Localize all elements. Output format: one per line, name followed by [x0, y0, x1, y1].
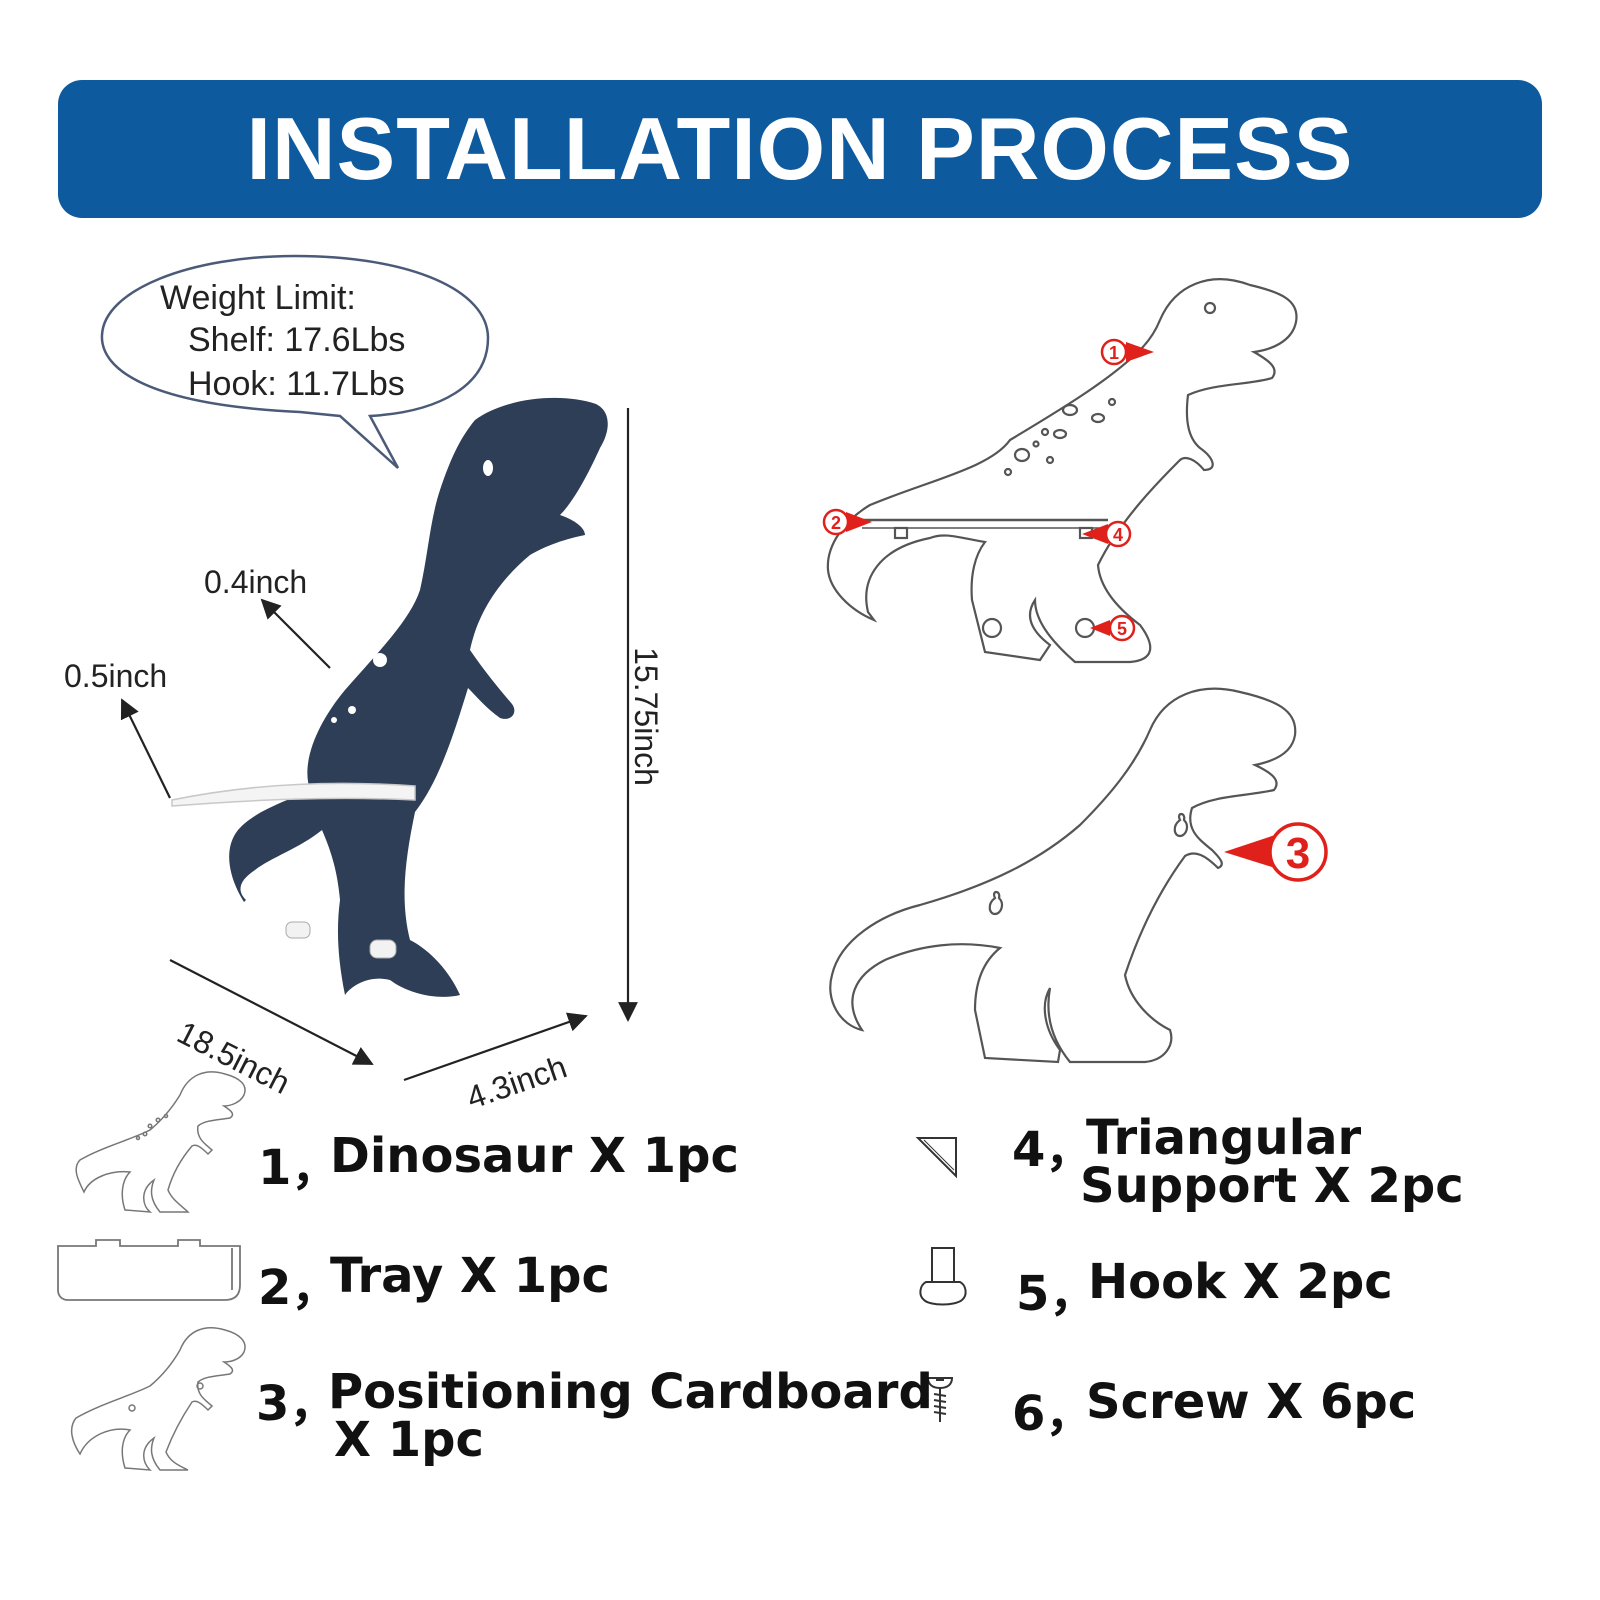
screw-icon [926, 1377, 954, 1422]
marker-5: 5 [1090, 614, 1136, 642]
dimension-arrows [120, 408, 638, 1082]
svg-text:5: 5 [1117, 619, 1127, 639]
title-banner: INSTALLATION PROCESS [58, 80, 1542, 218]
part-4-number: 4， [1012, 1122, 1094, 1178]
weight-limit-shelf: Shelf: 17.6Lbs [188, 321, 406, 359]
marker-2: 2 [822, 508, 872, 536]
tray-icon [57, 1239, 241, 1301]
page-title: INSTALLATION PROCESS [246, 99, 1354, 198]
assembly-diagram-cardboard [829, 687, 1297, 1064]
assembly-diagram-front [826, 278, 1298, 664]
part-4-label: Triangular [1086, 1110, 1362, 1166]
svg-text:4: 4 [1113, 525, 1123, 545]
dimension-body-thickness: 0.4inch [204, 564, 308, 600]
marker-4: 4 [1082, 520, 1132, 548]
part-3-label: Positioning Cardboard [328, 1364, 933, 1420]
part-3-label-line2: X 1pc [334, 1412, 484, 1468]
part-1-number: 1， [258, 1140, 340, 1196]
part-5-label: Hook X 2pc [1088, 1254, 1393, 1310]
part-1-label: Dinosaur X 1pc [330, 1128, 739, 1184]
dinosaur-shelf-photo [171, 397, 608, 997]
part-2-number: 2， [258, 1260, 340, 1316]
weight-limit-heading: Weight Limit: [160, 279, 356, 317]
dimension-tray-thickness: 0.5inch [64, 658, 168, 694]
svg-text:3: 3 [1286, 829, 1310, 878]
marker-1: 1 [1100, 338, 1154, 366]
part-2-label: Tray X 1pc [330, 1248, 610, 1304]
part-6-number: 6， [1012, 1386, 1094, 1442]
part-4-label-line2: Support X 2pc [1080, 1158, 1464, 1214]
triangle-support-icon [915, 1137, 957, 1179]
svg-text:2: 2 [831, 513, 841, 533]
marker-3: 3 [1224, 822, 1328, 882]
weight-limit-hook: Hook: 11.7Lbs [188, 365, 405, 403]
dimension-height: 15.75inch [627, 647, 664, 786]
part-3-number: 3， [256, 1376, 338, 1432]
svg-text:1: 1 [1109, 343, 1119, 363]
cardboard-icon [70, 1327, 246, 1471]
weight-limit-bubble [100, 254, 490, 469]
hook-icon [919, 1247, 967, 1306]
dinosaur-icon [75, 1071, 246, 1213]
step-markers: 1 2 4 5 3 [822, 338, 1328, 882]
part-5-number: 5， [1016, 1266, 1098, 1322]
part-6-label: Screw X 6pc [1086, 1374, 1417, 1430]
